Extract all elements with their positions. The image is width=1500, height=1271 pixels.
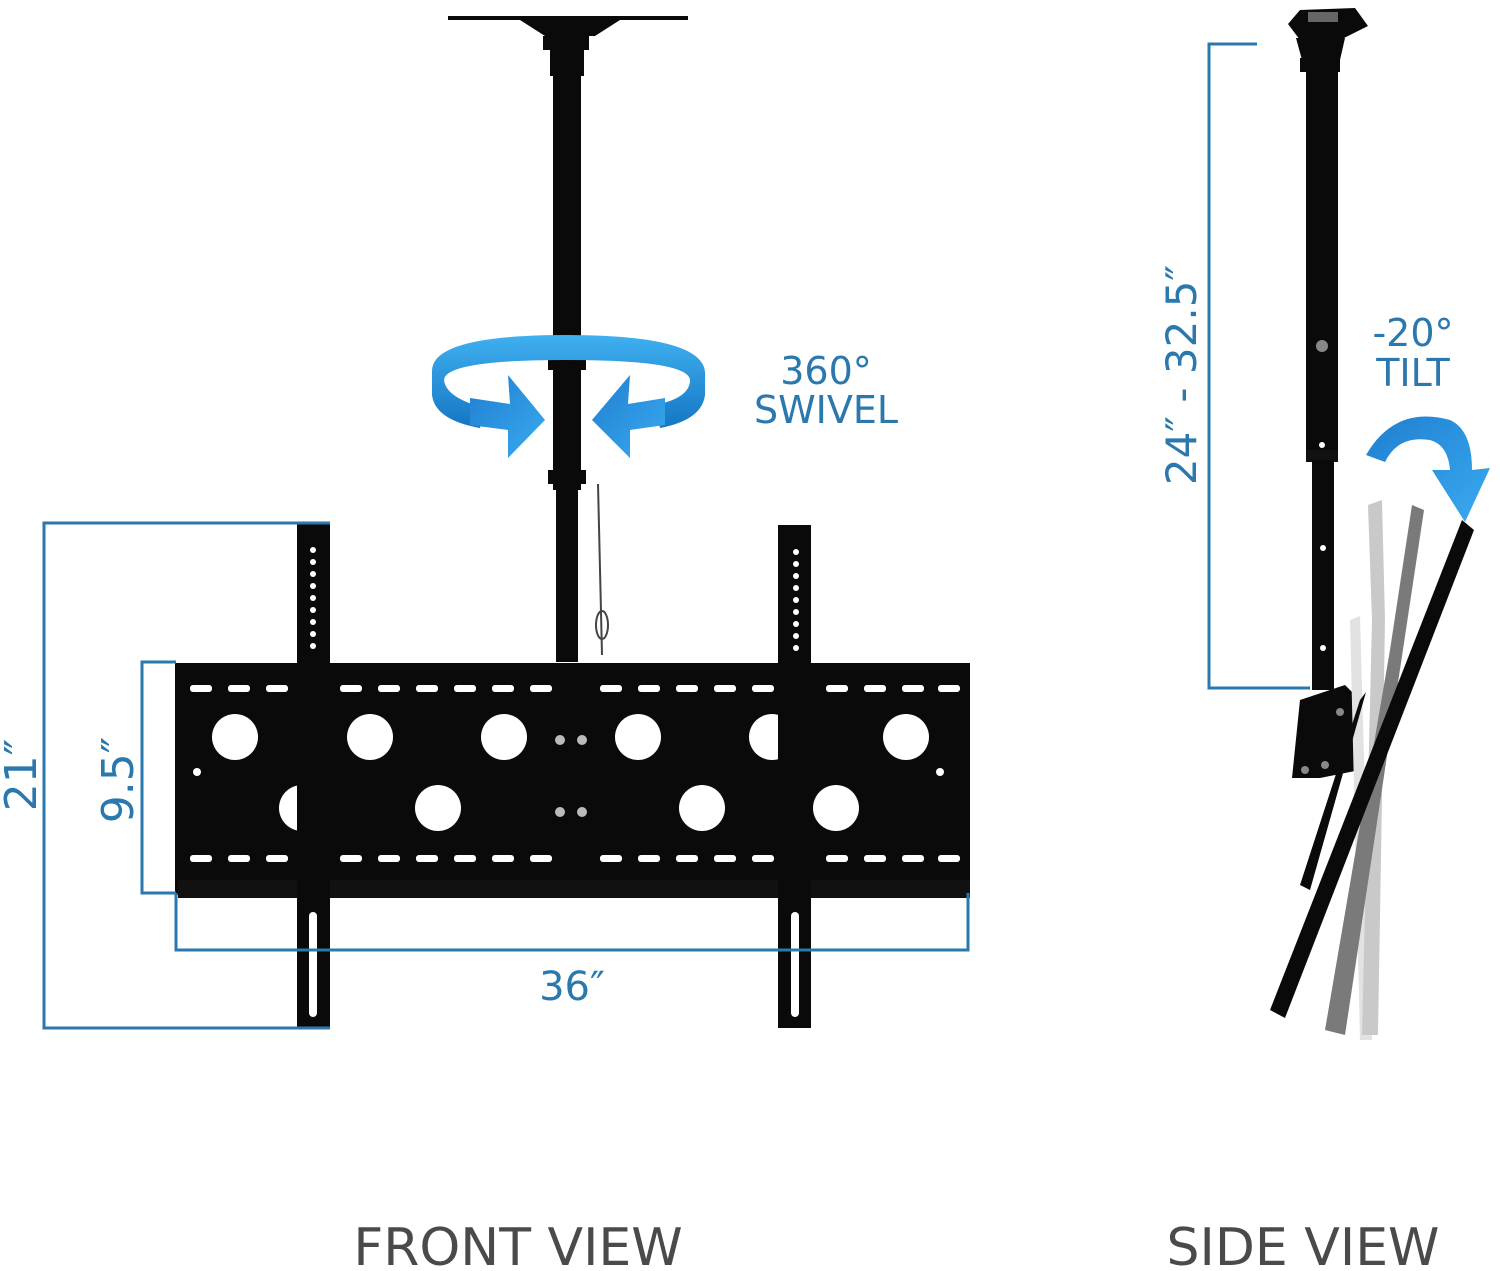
center-screws <box>555 735 587 817</box>
tilt-arrow-icon <box>1366 416 1490 522</box>
side-ceiling-cap <box>1288 8 1368 60</box>
swivel-degree-label: 360° <box>780 349 872 393</box>
tilt-positions <box>1270 500 1474 1040</box>
side-view: 24″ - 32.5″ -20° TILT SIDE VIEW <box>1157 8 1490 1271</box>
front-view-title: FRONT VIEW <box>353 1218 682 1271</box>
left-vertical-arm <box>297 523 330 1028</box>
tilt-degree-label: -20° <box>1372 311 1453 355</box>
plate-slots-bottom <box>190 855 960 862</box>
right-vertical-arm <box>778 525 811 1028</box>
side-pole <box>1300 58 1340 690</box>
ceiling-bracket <box>448 16 688 50</box>
dim-pole-label: 24″ - 32.5″ <box>1157 265 1206 485</box>
dim-height-plate-label: 9.5″ <box>93 737 144 823</box>
dimension-lines-side <box>1207 42 1310 690</box>
dimension-lines-front <box>42 521 970 1030</box>
swivel-word-label: SWIVEL <box>754 388 898 432</box>
tilt-word-label: TILT <box>1375 351 1450 395</box>
front-pole <box>548 48 609 662</box>
swivel-arrow-icon <box>431 335 705 458</box>
side-view-title: SIDE VIEW <box>1167 1218 1440 1271</box>
front-view: 21″ 9.5″ 36″ 360° SWIVEL FRONT VIEW <box>0 16 970 1271</box>
dim-width-label: 36″ <box>539 964 605 1010</box>
tv-mount-plate <box>175 663 970 898</box>
dim-height-total-label: 21″ <box>0 739 47 811</box>
plate-slots-top <box>190 685 960 692</box>
